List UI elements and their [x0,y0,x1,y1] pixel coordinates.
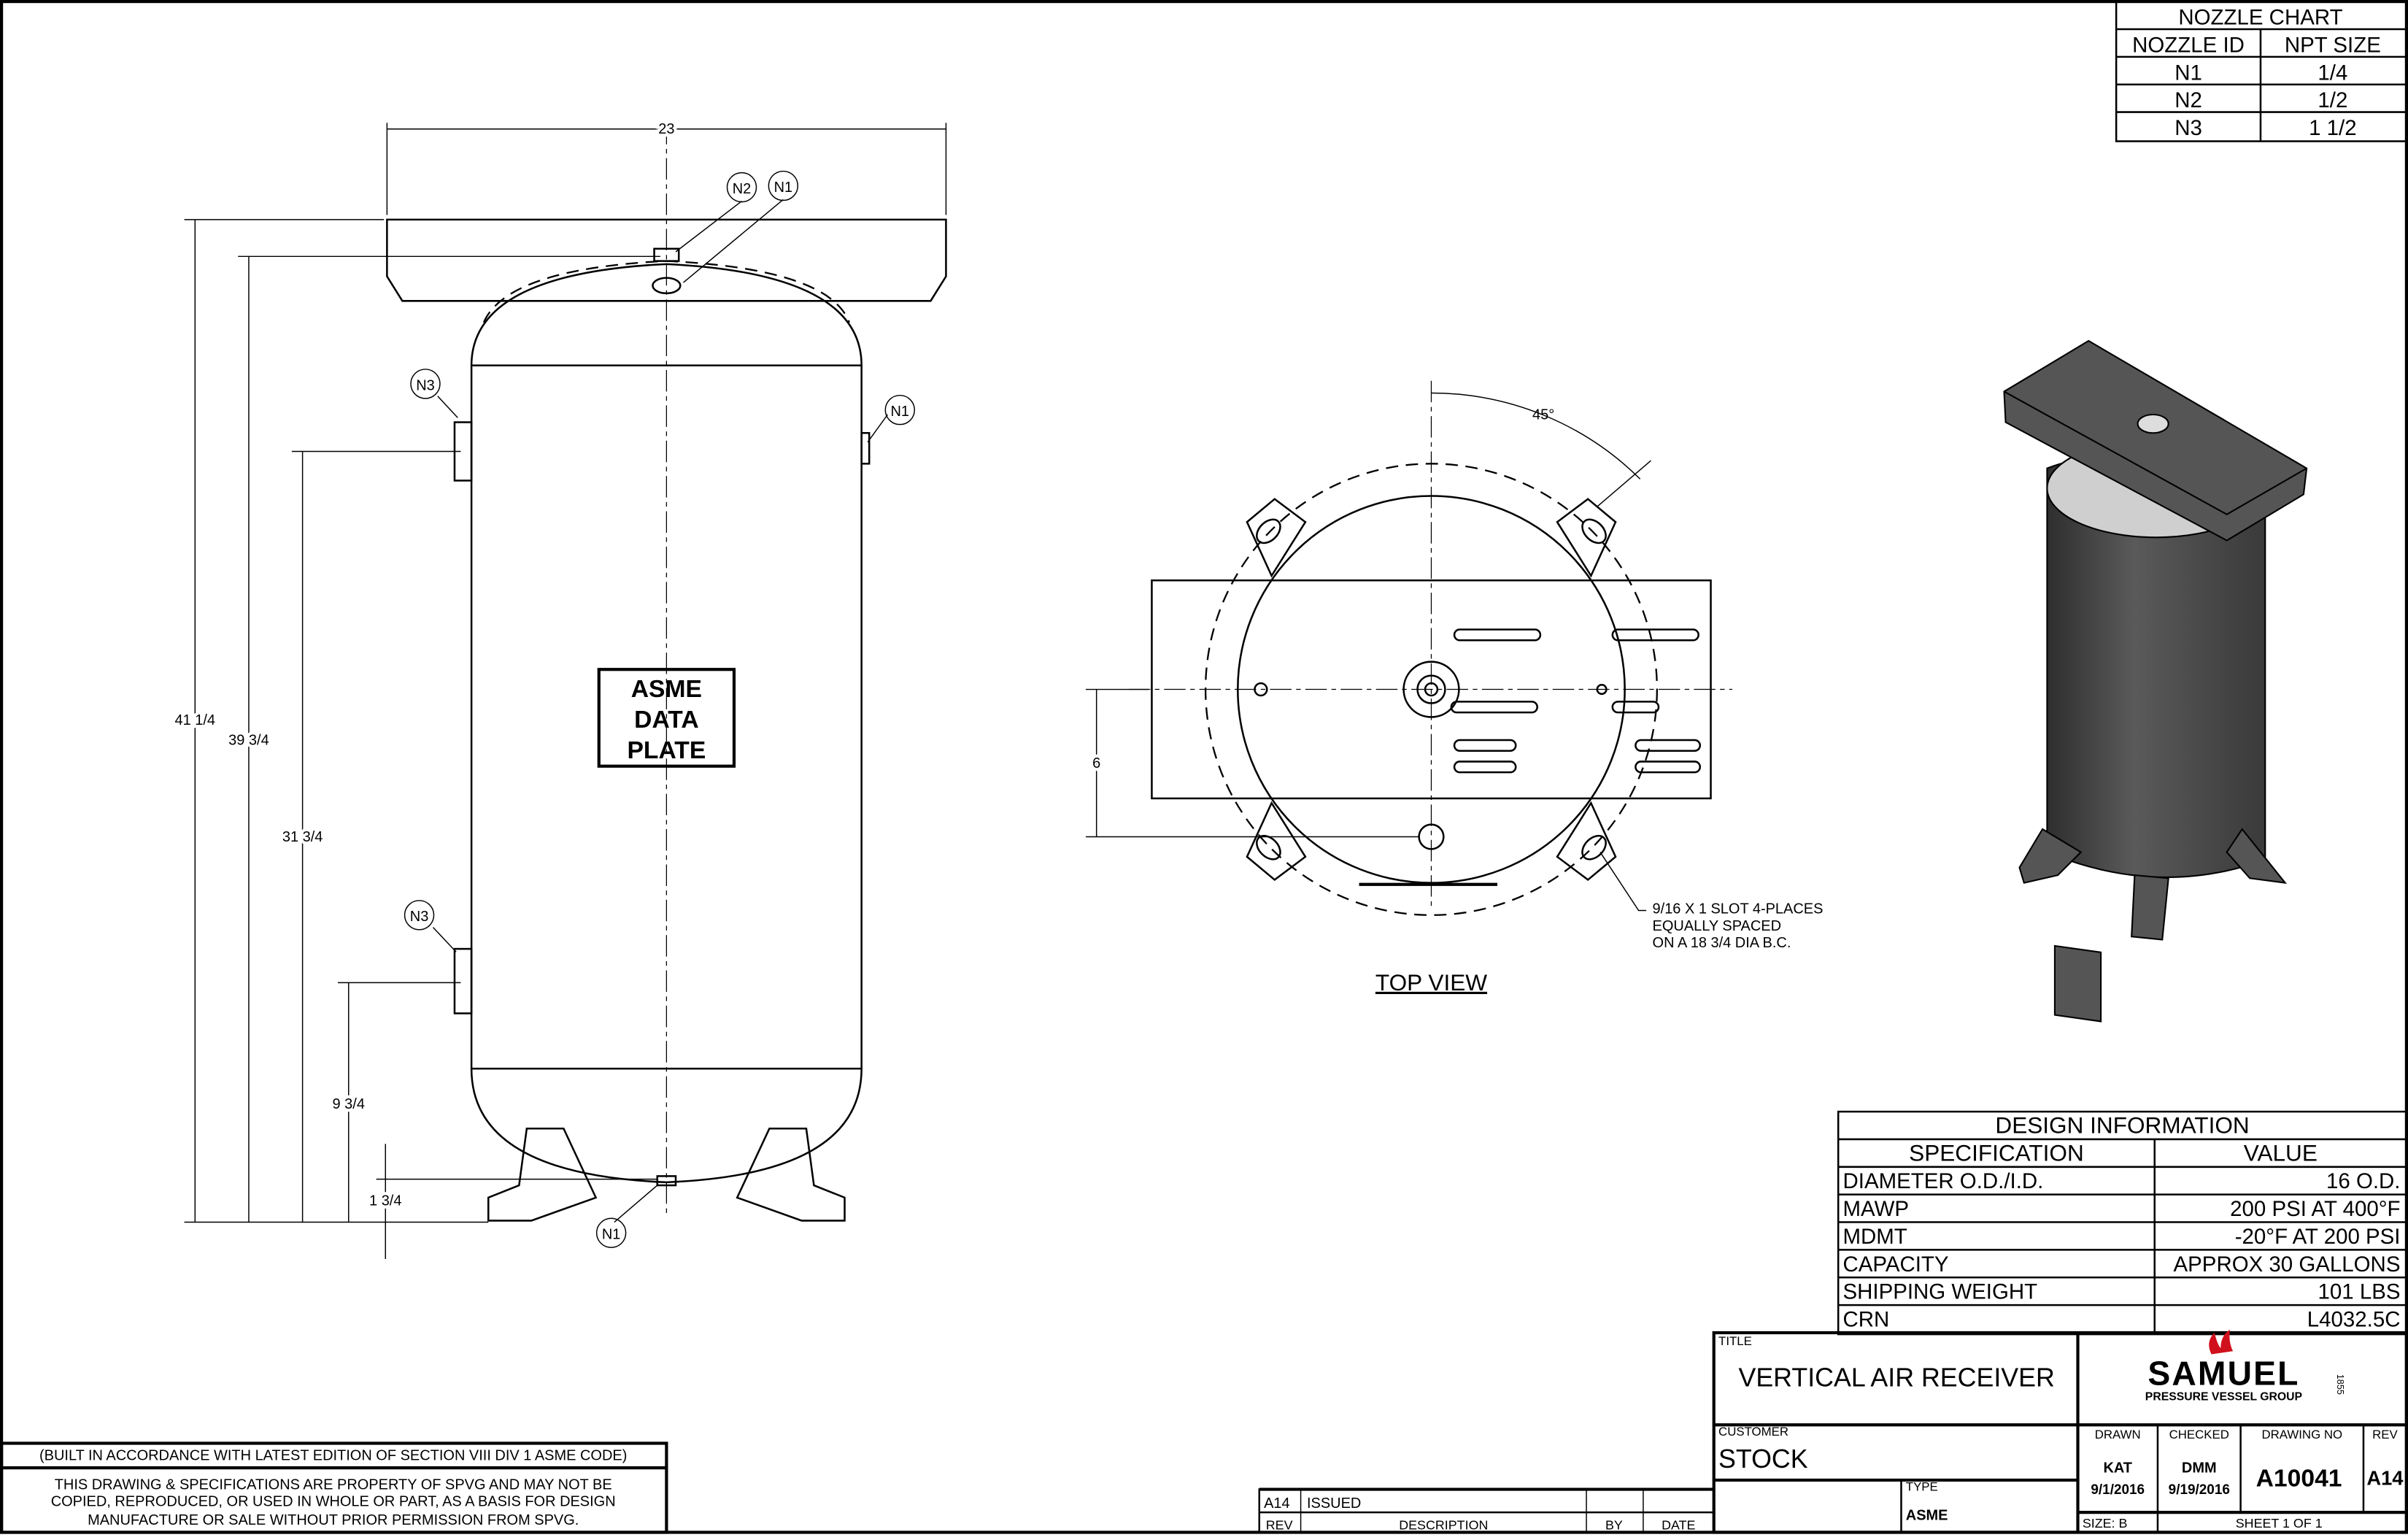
mounting-bracket [386,218,947,302]
svg-text:101 LBS: 101 LBS [2318,1280,2401,1304]
svg-text:CRN: CRN [1843,1308,1890,1332]
dim-offset: 6 [1092,755,1100,771]
nozzle-size: 1/2 [2318,88,2347,112]
property-note: COPIED, REPRODUCED, OR USED IN WHOLE OR … [51,1494,616,1510]
nozzle-callouts: N2 N1 N3 N1 N3 N1 [404,170,916,1248]
svg-text:A14: A14 [2366,1466,2404,1489]
svg-text:A14: A14 [1264,1495,1290,1512]
dim-nozzle-top: 39 3/4 [228,732,269,748]
svg-text:-20°F AT 200 PSI: -20°F AT 200 PSI [2235,1225,2401,1249]
svg-text:KAT: KAT [2103,1460,2132,1476]
nozzle-id: N2 [2174,88,2202,112]
svg-text:N1: N1 [774,180,793,196]
svg-text:200 PSI AT 400°F: 200 PSI AT 400°F [2230,1197,2400,1221]
isometric-view [2003,339,2308,1023]
svg-text:9/19/2016: 9/19/2016 [2169,1482,2230,1498]
svg-text:SAMUEL: SAMUEL [2147,1355,2299,1393]
asme-note: (BUILT IN ACCORDANCE WITH LATEST EDITION… [39,1448,627,1464]
property-note: THIS DRAWING & SPECIFICATIONS ARE PROPER… [55,1477,612,1493]
svg-text:CAPACITY: CAPACITY [1843,1252,1949,1277]
svg-text:ASME: ASME [631,676,702,703]
samuel-logo: SAMUEL 1855 PRESSURE VESSEL GROUP [2145,1329,2345,1404]
customer-value: STOCK [1718,1444,1808,1474]
nozzle-header-id: NOZZLE ID [2132,34,2245,58]
svg-text:MAWP: MAWP [1843,1197,1910,1221]
svg-text:DESIGN INFORMATION: DESIGN INFORMATION [1995,1112,2249,1139]
drawing-title: VERTICAL AIR RECEIVER [1738,1363,2054,1393]
revision-block: A14 ISSUED REV DESCRIPTION BY DATE [1258,1487,1715,1533]
nozzle-header-size: NPT SIZE [2285,34,2381,58]
svg-text:DATA: DATA [634,707,699,734]
nozzle-id: N1 [2174,61,2202,85]
svg-text:CUSTOMER: CUSTOMER [1718,1425,1788,1439]
asme-data-plate: ASME DATA PLATE [597,668,736,768]
dim-n3-lower: 9 3/4 [333,1096,365,1112]
svg-text:N3: N3 [416,377,435,393]
svg-text:DMM: DMM [2182,1460,2217,1476]
dim-width: 23 [658,121,674,137]
drawing-number: A10041 [2256,1465,2342,1492]
svg-text:APPROX 30 GALLONS: APPROX 30 GALLONS [2174,1252,2401,1277]
svg-text:REV: REV [1266,1517,1293,1532]
leg-left [487,1127,598,1222]
nozzle-size: 1/4 [2318,61,2347,85]
svg-text:N3: N3 [410,909,429,925]
dim-n3-upper: 31 3/4 [282,829,323,845]
svg-text:TYPE: TYPE [1906,1480,1938,1494]
svg-text:ISSUED: ISSUED [1307,1495,1361,1512]
svg-text:VALUE: VALUE [2244,1139,2318,1166]
svg-text:N1: N1 [602,1227,621,1243]
svg-text:PRESSURE VESSEL GROUP: PRESSURE VESSEL GROUP [2145,1391,2302,1404]
svg-text:TITLE: TITLE [1718,1334,1752,1348]
svg-text:MDMT: MDMT [1843,1225,1907,1249]
svg-text:SPECIFICATION: SPECIFICATION [1909,1139,2084,1166]
svg-text:16 O.D.: 16 O.D. [2326,1169,2400,1193]
front-view: ASME DATA PLATE 23 41 1/4 39 3/4 31 3/4 … [171,118,947,1260]
svg-text:DRAWING NO: DRAWING NO [2261,1428,2342,1441]
svg-text:1855: 1855 [2335,1374,2345,1395]
dim-bottom-nozzle: 1 3/4 [369,1193,401,1209]
svg-text:SHEET 1 OF 1: SHEET 1 OF 1 [2236,1516,2323,1531]
dim-overall-height: 41 1/4 [175,712,216,728]
property-note: MANUFACTURE OR SALE WITHOUT PRIOR PERMIS… [88,1512,579,1528]
notes-block: (BUILT IN ACCORDANCE WITH LATEST EDITION… [0,1441,668,1534]
svg-text:N2: N2 [733,181,752,197]
nozzle-id: N3 [2174,116,2202,140]
svg-text:N1: N1 [891,404,910,420]
nozzle-chart-title: NOZZLE CHART [2178,6,2342,30]
angle-dim: 45° [1532,407,1554,423]
slot-note: 9/16 X 1 SLOT 4-PLACES [1653,901,1824,917]
leg-right [736,1127,846,1222]
svg-text:SHIPPING WEIGHT: SHIPPING WEIGHT [1843,1280,2038,1304]
title-block: TITLE VERTICAL AIR RECEIVER CUSTOMER STO… [1712,1329,2408,1534]
nozzle-chart: NOZZLE CHART NOZZLE ID NPT SIZE N1 1/4 N… [2115,0,2408,142]
svg-text:SIZE: B: SIZE: B [2083,1516,2128,1531]
slot-note: ON A 18 3/4 DIA B.C. [1653,935,1791,951]
svg-text:DRAWN: DRAWN [2095,1428,2141,1441]
type-value: ASME [1906,1508,1948,1524]
top-view-label: TOP VIEW [1375,969,1487,996]
top-view: 45° 6 9/16 X 1 SLOT 4-PLACES EQUALLY SPA… [1085,380,1824,996]
svg-text:9/1/2016: 9/1/2016 [2091,1482,2145,1498]
nozzle-size: 1 1/2 [2309,116,2356,140]
svg-text:CHECKED: CHECKED [2169,1428,2229,1441]
svg-text:DIAMETER O.D./I.D.: DIAMETER O.D./I.D. [1843,1169,2044,1193]
svg-text:BY: BY [1605,1517,1623,1532]
svg-text:L4032.5C: L4032.5C [2307,1308,2401,1332]
svg-text:REV: REV [2372,1428,2398,1441]
slot-note: EQUALLY SPACED [1653,918,1782,934]
svg-text:DESCRIPTION: DESCRIPTION [1399,1517,1488,1532]
svg-text:PLATE: PLATE [627,737,706,764]
svg-text:DATE: DATE [1662,1517,1695,1532]
design-info-table: DESIGN INFORMATION SPECIFICATION VALUE D… [1837,1110,2408,1336]
